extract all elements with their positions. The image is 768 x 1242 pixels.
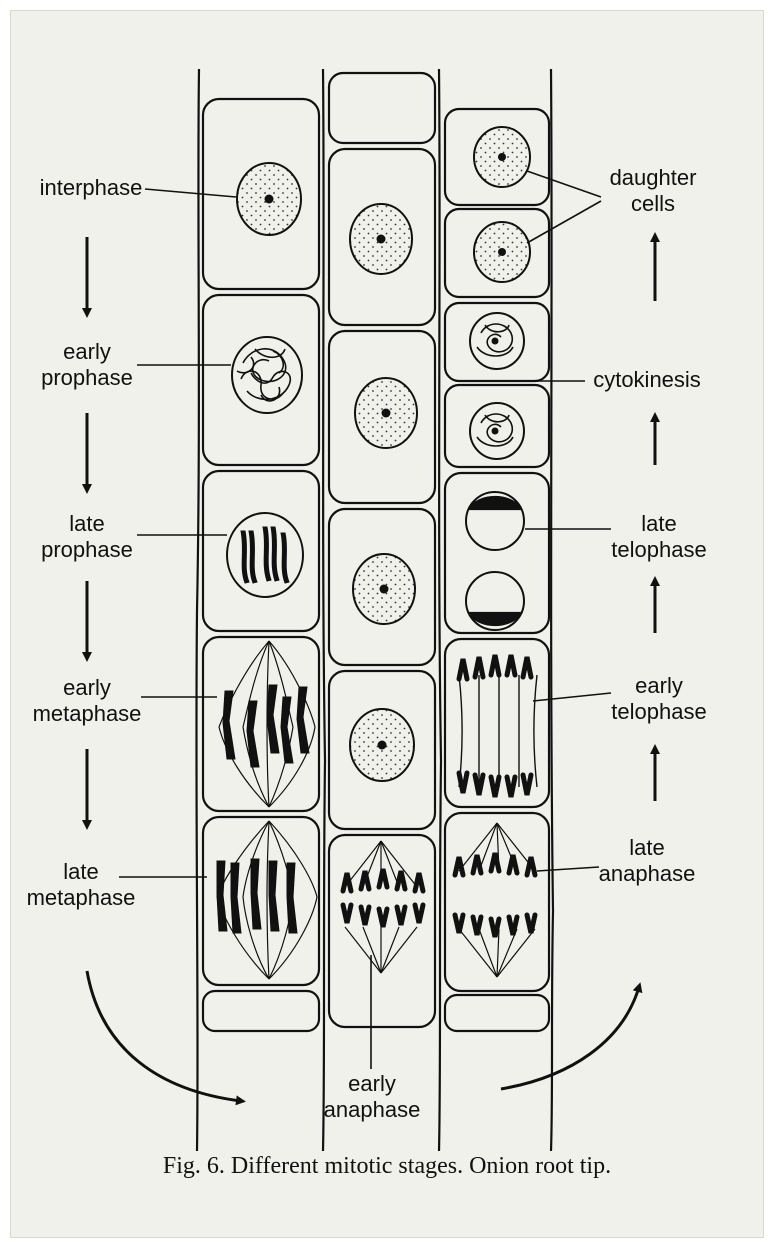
late-prophase-nucleus [227,513,303,597]
early-telophase-cell [459,655,537,797]
label-interphase: interphase [29,175,153,201]
label-early-metaphase: early metaphase [29,675,145,727]
leader-lines [119,171,611,1069]
late-telophase-cell [466,492,524,630]
label-late-telophase: late telophase [607,511,711,563]
label-late-metaphase: late metaphase [23,859,139,911]
figure-page: interphase early prophase late prophase … [10,10,764,1238]
label-late-prophase: late prophase [37,511,137,563]
early-metaphase-chromosomes [223,685,309,767]
label-early-anaphase: early anaphase [317,1071,427,1123]
label-daughter-cells: daughter cells [601,165,705,217]
figure-caption: Fig. 6. Different mitotic stages. Onion … [11,1153,763,1180]
early-anaphase-chromosomes [343,869,423,927]
interphase-nuclei [237,127,530,781]
late-anaphase-chromosomes [455,853,535,937]
label-early-prophase: early prophase [37,339,137,391]
label-cytokinesis: cytokinesis [587,367,707,393]
late-anaphase-spindle [459,823,535,977]
label-early-telophase: early telophase [607,673,711,725]
label-late-anaphase: late anaphase [595,835,699,887]
late-metaphase-chromosomes [217,859,297,933]
early-prophase-nucleus [232,337,302,413]
